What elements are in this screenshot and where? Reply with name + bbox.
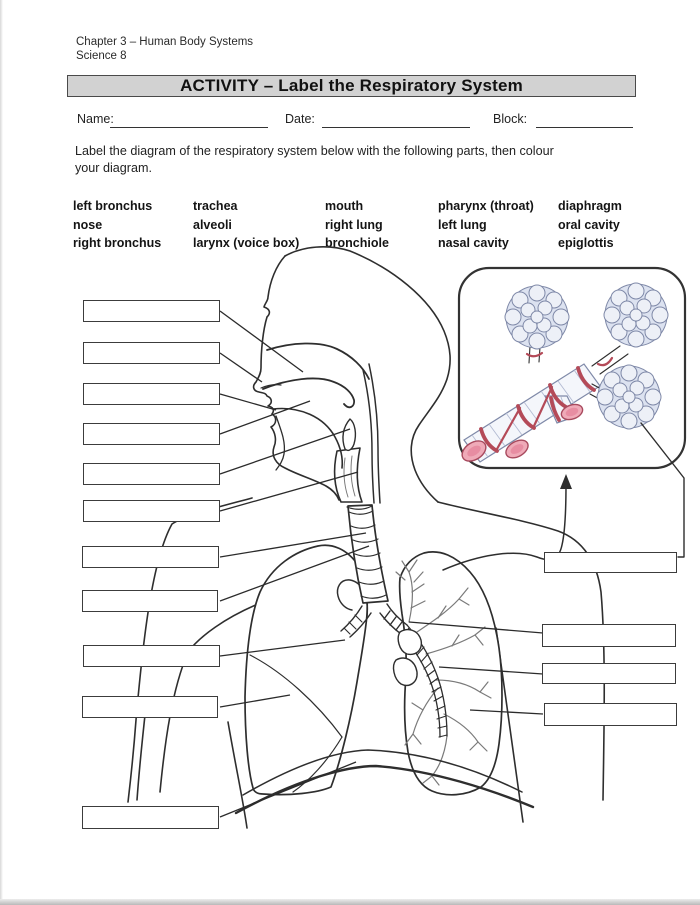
header-course: Chapter 3 – Human Body Systems xyxy=(76,36,254,48)
answer-box-left-7[interactable] xyxy=(82,546,219,568)
block-label: Block: xyxy=(493,112,528,126)
page-title: ACTIVITY – Label the Respiratory System xyxy=(180,76,523,95)
name-label: Name: xyxy=(77,112,114,126)
word-bank-term: left bronchus xyxy=(73,199,153,213)
answer-box-left-3[interactable] xyxy=(83,383,220,405)
alveoli-cluster-a xyxy=(504,284,570,350)
word-bank-column-2: trachea alveoli larynx (voice box) xyxy=(193,197,299,253)
word-bank-column-4: pharynx (throat) left lung nasal cavity xyxy=(438,197,534,253)
word-bank-term: mouth xyxy=(325,199,364,213)
answer-box-left-9[interactable] xyxy=(83,645,220,667)
right-bronchus xyxy=(340,605,372,638)
alveoli-inset xyxy=(457,266,687,470)
word-bank-term: nose xyxy=(73,217,103,232)
instructions-line-1: Label the diagram of the respiratory sys… xyxy=(75,144,554,158)
scan-edge-bottom xyxy=(0,899,700,905)
word-bank-term: alveoli xyxy=(193,217,232,232)
answer-box-right-1[interactable] xyxy=(544,552,677,573)
answer-box-right-4[interactable] xyxy=(544,703,677,726)
nasal-cavity xyxy=(260,342,370,409)
word-bank-term: oral cavity xyxy=(558,217,620,232)
word-bank-column-3: mouth right lung bronchiole xyxy=(325,197,389,253)
instructions: Label the diagram of the respiratory sys… xyxy=(75,143,554,177)
alveoli-cluster-b xyxy=(603,282,669,348)
date-blank-line[interactable] xyxy=(322,112,470,128)
word-bank-term: right lung xyxy=(325,217,383,232)
word-bank-term: left lung xyxy=(438,217,487,232)
word-bank-term: pharynx (throat) xyxy=(438,199,534,213)
word-bank-term: bronchiole xyxy=(325,236,389,250)
bronchiole-tubes xyxy=(461,345,629,463)
answer-box-left-11[interactable] xyxy=(82,806,219,829)
trachea xyxy=(346,504,389,604)
word-bank-term: diaphragm xyxy=(558,199,622,213)
inset-bracket-line xyxy=(640,422,685,558)
epiglottis xyxy=(342,418,357,452)
answer-box-left-6[interactable] xyxy=(83,500,220,522)
answer-box-left-2[interactable] xyxy=(83,342,220,364)
answer-box-left-4[interactable] xyxy=(83,423,220,445)
answer-box-right-2[interactable] xyxy=(542,624,676,647)
scan-edge-left xyxy=(0,0,3,905)
title-bar: ACTIVITY – Label the Respiratory System xyxy=(67,75,636,97)
instructions-line-2: your diagram. xyxy=(75,161,152,175)
page-header: Chapter 3 – Human Body Systems Science 8 xyxy=(76,35,253,63)
word-bank-column-5: diaphragm oral cavity epiglottis xyxy=(558,197,622,253)
header-grade: Science 8 xyxy=(76,50,127,62)
word-bank-term: larynx (voice box) xyxy=(193,236,300,250)
pulmonary-vessels xyxy=(392,628,423,687)
date-label: Date: xyxy=(285,112,315,126)
name-blank-line[interactable] xyxy=(110,112,268,128)
answer-box-left-5[interactable] xyxy=(83,463,220,485)
oral-cavity-tongue xyxy=(272,407,344,471)
diaphragm xyxy=(234,749,535,815)
leader-lines xyxy=(219,310,544,818)
arrowhead-icon xyxy=(560,474,572,489)
word-bank-term: epiglottis xyxy=(558,236,614,250)
bronchiole-tree xyxy=(395,559,492,786)
answer-box-left-8[interactable] xyxy=(82,590,218,612)
word-bank-term: nasal cavity xyxy=(438,236,509,250)
answer-box-left-1[interactable] xyxy=(83,300,220,322)
block-blank-line[interactable] xyxy=(536,112,633,128)
word-bank-term: right bronchus xyxy=(73,236,162,250)
answer-box-left-10[interactable] xyxy=(82,696,218,718)
head-outline xyxy=(252,246,451,503)
pharynx xyxy=(362,363,381,504)
word-bank-term: trachea xyxy=(193,199,238,213)
answer-box-right-3[interactable] xyxy=(542,663,676,684)
alveoli-cluster-c xyxy=(596,364,662,430)
word-bank-column-1: left bronchus nose right bronchus xyxy=(73,197,161,253)
